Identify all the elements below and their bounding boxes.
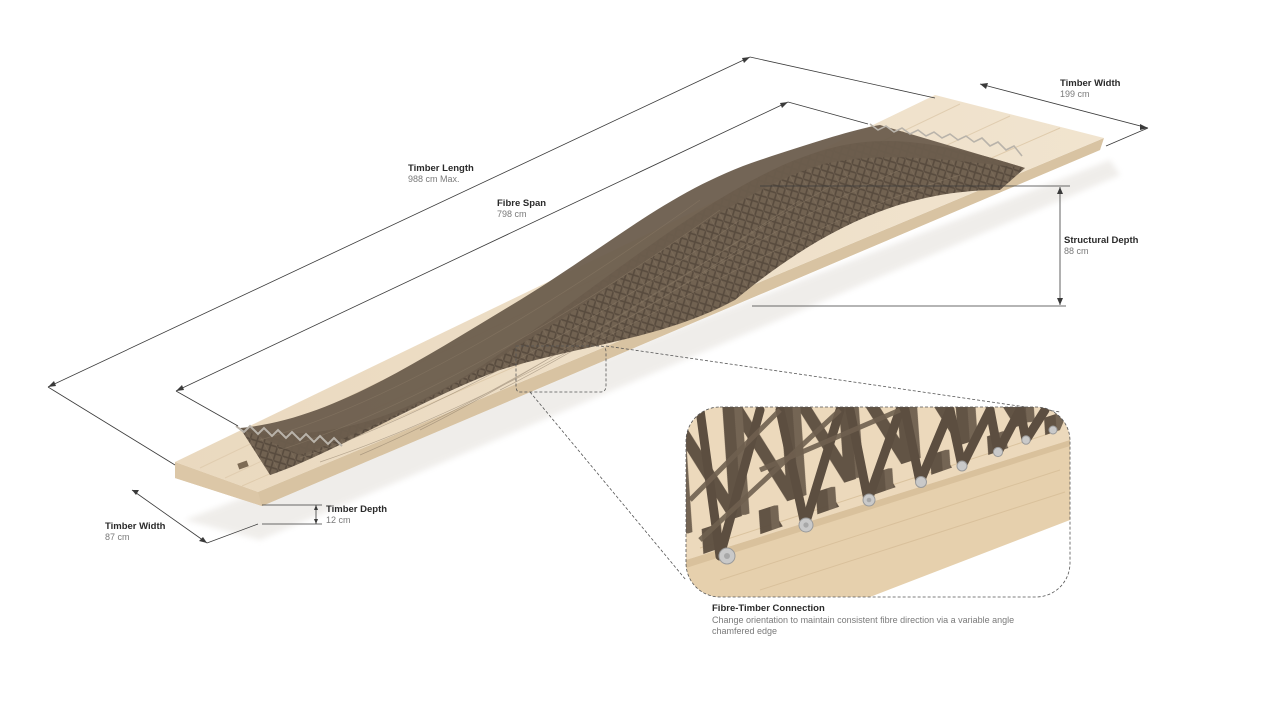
- timber-width-near-label: Timber Width 87 cm: [105, 521, 165, 543]
- dimension-arrowheads: [48, 57, 1148, 543]
- timber-length-value: 988 cm Max.: [408, 174, 460, 185]
- fibre-span-label: Fibre Span 798 cm: [497, 198, 546, 220]
- fibre-span-line: [175, 101, 789, 392]
- timber-width-near-title: Timber Width: [105, 521, 166, 532]
- timber-length-line: [47, 56, 751, 388]
- timber-width-far-label: Timber Width 199 cm: [1060, 78, 1120, 100]
- dimension-lines: [47, 56, 1149, 544]
- detail-caption: Fibre-Timber Connection Change orientati…: [712, 603, 1042, 637]
- detail-caption-description: Change orientation to maintain consisten…: [712, 614, 1015, 637]
- timber-width-near-value: 87 cm: [105, 532, 130, 543]
- detail-caption-title: Fibre-Timber Connection: [712, 603, 825, 614]
- timber-width-near-line: [131, 489, 208, 544]
- structural-depth-value: 88 cm: [1064, 246, 1089, 257]
- structural-depth-label: Structural Depth 88 cm: [1064, 235, 1138, 257]
- structural-depth-title: Structural Depth: [1064, 235, 1139, 246]
- timber-length-label: Timber Length 988 cm Max.: [408, 163, 474, 185]
- timber-length-title: Timber Length: [408, 163, 474, 174]
- timber-depth-value: 12 cm: [326, 515, 351, 526]
- timber-width-far-line: [979, 83, 1149, 129]
- timber-depth-title: Timber Depth: [326, 504, 388, 515]
- detail-inset: [685, 406, 1071, 598]
- fibre-span-title: Fibre Span: [497, 198, 547, 209]
- timber-width-far-title: Timber Width: [1060, 78, 1121, 89]
- timber-slot: [237, 460, 249, 470]
- anchor-pins: [718, 425, 1058, 565]
- fibre-structure: [235, 123, 1025, 476]
- timber-depth-label: Timber Depth 12 cm: [326, 504, 387, 526]
- timber-width-far-value: 199 cm: [1060, 89, 1090, 100]
- detail-callout: [515, 345, 1061, 581]
- beam-shadow: [185, 160, 1120, 540]
- fibre-span-value: 798 cm: [497, 209, 527, 220]
